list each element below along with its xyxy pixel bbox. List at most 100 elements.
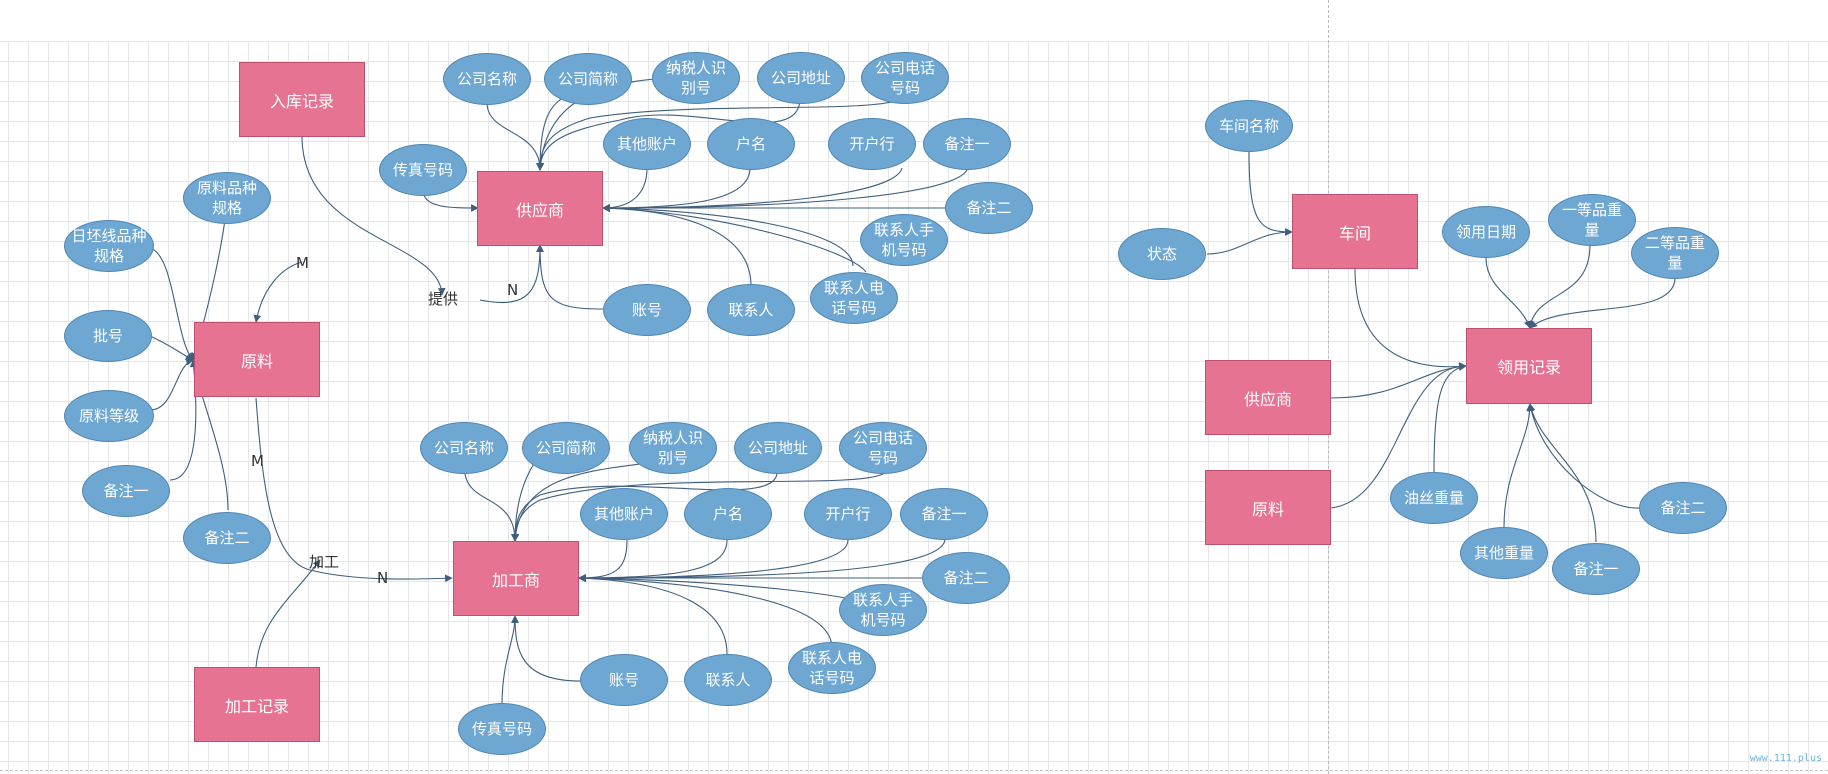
connector — [578, 539, 946, 582]
attr-company-short[interactable]: 公司简称 — [544, 53, 632, 105]
cardinality-m-label: M — [296, 254, 309, 272]
attr-label: 开户行 — [849, 135, 895, 153]
attr-company-name[interactable]: 公司名称 — [420, 422, 508, 474]
attr-remark-2[interactable]: 备注二 — [1639, 482, 1727, 534]
entity-raw-material[interactable]: 原料 — [194, 322, 320, 397]
connector — [1529, 277, 1676, 329]
attr-status[interactable]: 状态 — [1118, 228, 1206, 280]
attr-bank[interactable]: 开户行 — [828, 118, 916, 170]
attr-grade2-weight[interactable]: 二等品重量 — [1631, 227, 1719, 279]
attr-contact-mobile[interactable]: 联系人手机号码 — [860, 214, 948, 266]
attr-contact[interactable]: 联系人 — [707, 284, 795, 336]
attr-label: 备注一 — [921, 505, 967, 523]
connector — [602, 204, 854, 267]
attr-label: 其他账户 — [616, 135, 677, 153]
attr-label: 账号 — [608, 671, 639, 689]
attr-account[interactable]: 账号 — [603, 284, 691, 336]
attr-label: 其他重量 — [1473, 544, 1534, 562]
relationship-supply-label[interactable]: 提供 — [428, 290, 459, 308]
entity-requisition-record[interactable]: 领用记录 — [1466, 328, 1592, 404]
attr-contact-phone[interactable]: 联系人电话号码 — [788, 642, 876, 694]
attr-company-name[interactable]: 公司名称 — [443, 53, 531, 105]
connector — [149, 358, 194, 411]
attr-label: 公司电话号码 — [852, 429, 913, 467]
entity-label: 车间 — [1338, 223, 1371, 243]
relationship-process-label[interactable]: 加工 — [309, 553, 340, 571]
entity-inbound-record[interactable]: 入库记录 — [239, 62, 365, 137]
attr-remark-2[interactable]: 备注二 — [922, 552, 1010, 604]
connector — [464, 473, 519, 542]
connector — [602, 167, 969, 212]
attr-label: 纳税人识别号 — [665, 59, 726, 97]
attr-other-account[interactable]: 其他账户 — [603, 118, 691, 170]
attr-billet-spec[interactable]: 日坯线品种规格 — [64, 220, 154, 272]
attr-label: 备注一 — [944, 135, 990, 153]
entity-label: 供应商 — [1243, 389, 1292, 409]
entity-supplier-2[interactable]: 供应商 — [1205, 360, 1331, 435]
connector — [536, 97, 906, 171]
attr-other-account[interactable]: 其他账户 — [580, 488, 668, 540]
attr-remark-2[interactable]: 备注二 — [945, 182, 1033, 234]
attr-oil-weight[interactable]: 油丝重量 — [1390, 472, 1478, 524]
attr-label: 一等品重量 — [1561, 201, 1622, 239]
attr-contact-phone[interactable]: 联系人电话号码 — [810, 272, 898, 324]
attr-account-name[interactable]: 户名 — [684, 488, 772, 540]
attr-taxpayer-id[interactable]: 纳税人识别号 — [652, 52, 740, 104]
attr-variety-spec[interactable]: 原料品种规格 — [183, 172, 271, 224]
connector — [1503, 403, 1534, 528]
attr-account-name[interactable]: 户名 — [707, 118, 795, 170]
attr-company-address[interactable]: 公司地址 — [757, 52, 845, 104]
attr-label: 油丝重量 — [1403, 489, 1464, 507]
attr-taxpayer-id[interactable]: 纳税人识别号 — [629, 422, 717, 474]
attr-other-weight[interactable]: 其他重量 — [1460, 527, 1548, 579]
connector — [1527, 403, 1597, 543]
attr-label: 联系人 — [705, 671, 751, 689]
connector — [578, 574, 833, 649]
attr-account[interactable]: 账号 — [580, 654, 668, 706]
attr-company-phone[interactable]: 公司电话号码 — [839, 422, 927, 474]
connector — [1354, 268, 1467, 371]
connector — [1527, 403, 1641, 509]
attr-label: 状态 — [1146, 245, 1177, 263]
connector — [486, 104, 544, 171]
connector — [1433, 363, 1467, 474]
attr-company-short[interactable]: 公司简称 — [522, 422, 610, 474]
entity-supplier[interactable]: 供应商 — [477, 171, 603, 246]
attr-remark-2[interactable]: 备注二 — [183, 512, 271, 564]
attr-label: 备注二 — [204, 529, 250, 547]
connector — [536, 97, 801, 171]
attr-bank[interactable]: 开户行 — [804, 488, 892, 540]
attr-contact-mobile[interactable]: 联系人手机号码 — [839, 584, 927, 636]
attr-contact[interactable]: 联系人 — [684, 654, 772, 706]
attr-label: 备注二 — [966, 199, 1012, 217]
entity-processor[interactable]: 加工商 — [453, 541, 579, 616]
attr-label: 开户行 — [825, 505, 871, 523]
attr-fax[interactable]: 传真号码 — [458, 703, 546, 755]
connector — [511, 473, 778, 542]
attr-workshop-name[interactable]: 车间名称 — [1205, 100, 1293, 152]
connector — [169, 359, 198, 481]
entity-workshop[interactable]: 车间 — [1292, 194, 1418, 269]
connector — [1330, 362, 1467, 509]
attr-grade[interactable]: 原料等级 — [64, 390, 154, 442]
entity-raw-material-2[interactable]: 原料 — [1205, 470, 1331, 545]
attr-remark-1[interactable]: 备注一 — [82, 465, 170, 517]
attr-label: 联系人电话号码 — [823, 279, 884, 317]
connector — [578, 539, 728, 582]
attr-fax[interactable]: 传真号码 — [379, 144, 467, 196]
attr-requisition-date[interactable]: 领用日期 — [1442, 206, 1530, 258]
attr-label: 公司名称 — [456, 70, 517, 88]
attr-label: 车间名称 — [1218, 117, 1279, 135]
attr-company-phone[interactable]: 公司电话号码 — [861, 52, 949, 104]
attr-label: 二等品重量 — [1644, 234, 1705, 272]
entity-process-record[interactable]: 加工记录 — [194, 667, 320, 742]
attr-grade1-weight[interactable]: 一等品重量 — [1548, 194, 1636, 246]
entity-label: 加工商 — [491, 570, 540, 590]
attr-remark-1[interactable]: 备注一 — [1552, 543, 1640, 595]
attr-batch[interactable]: 批号 — [64, 310, 152, 362]
attr-remark-1[interactable]: 备注一 — [900, 488, 988, 540]
attr-remark-1[interactable]: 备注一 — [923, 118, 1011, 170]
attr-company-address[interactable]: 公司地址 — [734, 422, 822, 474]
